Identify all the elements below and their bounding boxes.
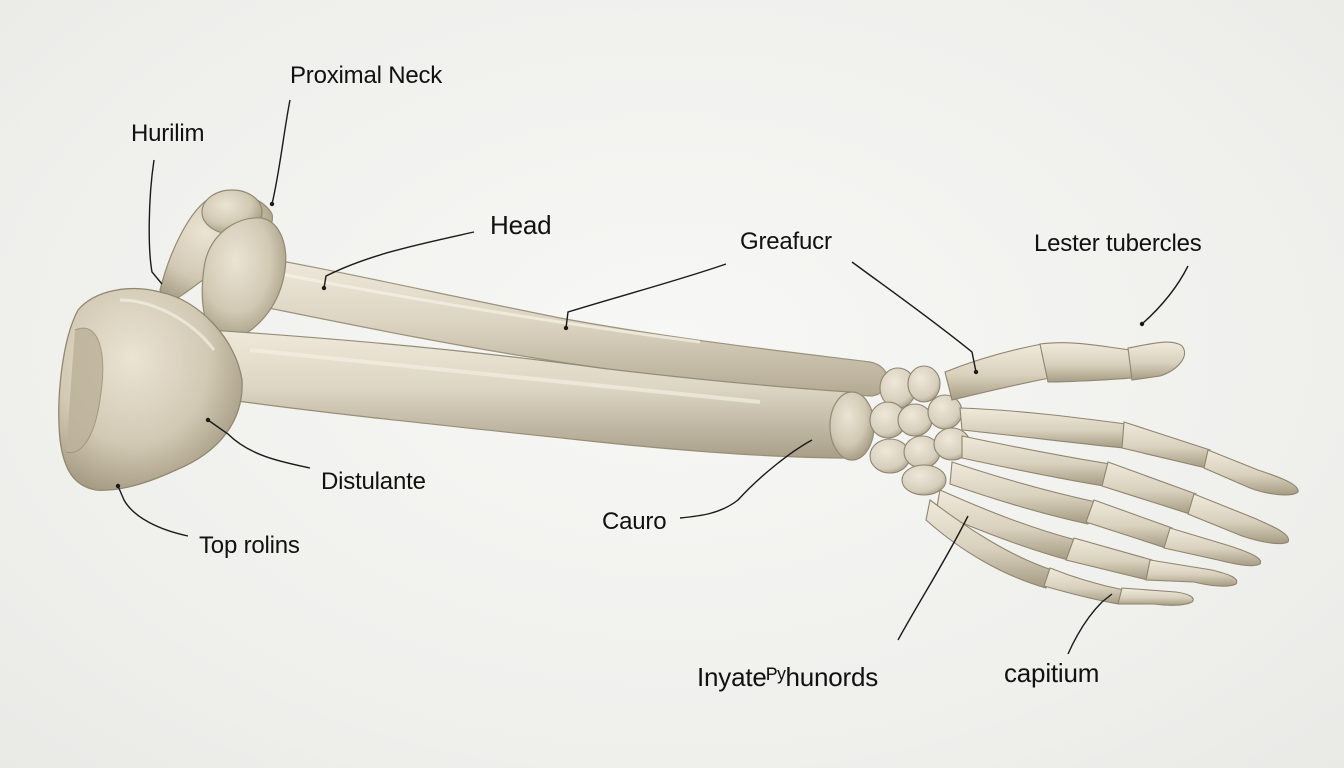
label-hurilim: Hurilim <box>131 120 205 147</box>
label-distulante: Distulante <box>321 468 426 495</box>
leader-lester-tubercles <box>1141 265 1189 325</box>
label-proximal-neck: Proximal Neck <box>290 62 443 89</box>
leader-top-rolins <box>117 485 189 537</box>
label-head: Head <box>490 210 552 240</box>
leader-head <box>323 231 475 289</box>
carpal-bones <box>869 365 971 496</box>
leader-cauro <box>679 439 813 519</box>
leader-capitium <box>1067 593 1113 655</box>
leader-arrowheads <box>115 201 1145 489</box>
finger-bones <box>925 407 1299 606</box>
label-inyate-hunords: Inyateᴾʸhunords <box>697 662 879 692</box>
leader-hurilim <box>148 159 163 285</box>
elbow-block <box>58 287 243 491</box>
lower-forearm-bone <box>209 329 875 461</box>
label-lester-tubercles: Lester tubercles <box>1034 230 1202 257</box>
label-greafucr: Greafucr <box>740 228 832 255</box>
label-top-rolins: Top rolins <box>199 532 300 559</box>
leader-greafucr-2 <box>851 261 977 373</box>
leader-inyate-hunords <box>897 515 969 641</box>
thumb-bones <box>944 341 1186 401</box>
leader-distulante <box>207 419 311 469</box>
label-capitium: capitium <box>1004 658 1100 688</box>
leader-lines <box>117 99 1189 655</box>
leader-greafucr <box>565 263 727 329</box>
proximal-head <box>159 189 287 341</box>
label-cauro: Cauro <box>602 508 667 535</box>
leader-proximal-neck <box>271 99 291 205</box>
